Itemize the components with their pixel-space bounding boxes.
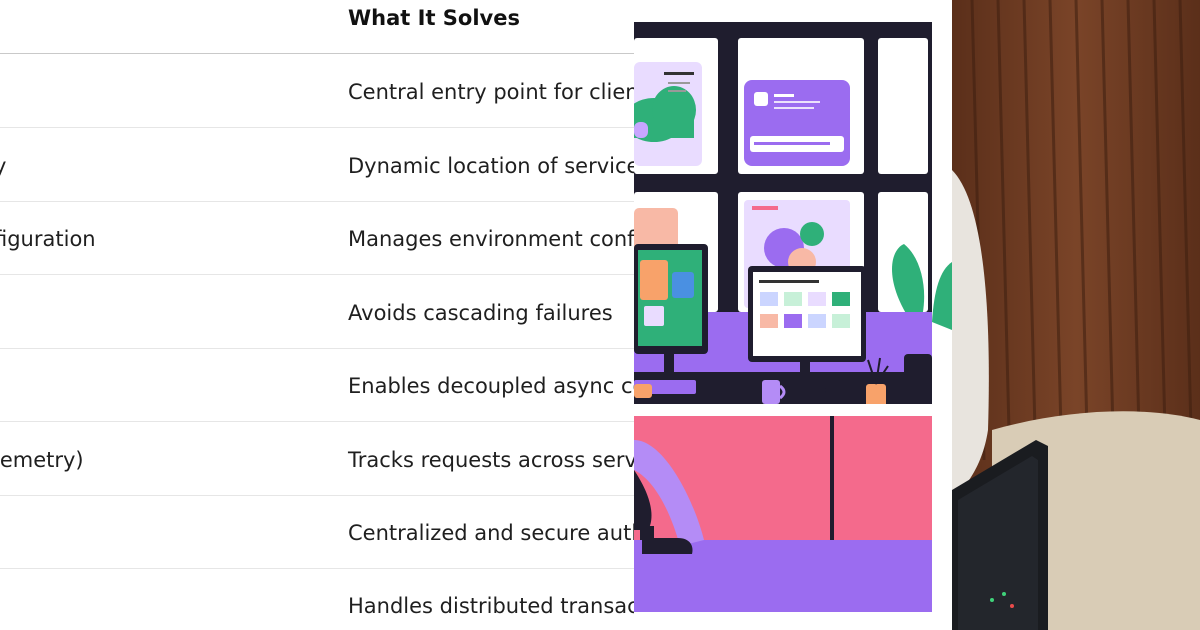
row-divider — [0, 274, 634, 275]
row-6-col2: Tracks requests across servic — [348, 448, 634, 472]
monitor-icon — [748, 266, 866, 394]
row-divider — [0, 568, 634, 569]
app-icon — [754, 92, 768, 106]
row-8-col2: Handles distributed transact — [348, 594, 634, 618]
sweater-sleeve — [952, 170, 989, 500]
row-6-col1: lemetry) — [0, 448, 84, 472]
text-line — [754, 142, 830, 145]
person-icon — [634, 384, 704, 554]
row-divider — [0, 348, 634, 349]
row-divider — [0, 495, 634, 496]
row-divider — [0, 127, 634, 128]
photo-svg — [952, 0, 1200, 630]
mug-icon — [762, 380, 786, 404]
pot — [904, 354, 932, 410]
row-2-col2: Dynamic location of services — [348, 154, 634, 178]
row-2-col1: y — [0, 154, 7, 178]
text-line — [774, 107, 814, 109]
art-line — [752, 206, 778, 210]
row-1-col2: Central entry point for client — [348, 80, 634, 104]
laptop-icon — [952, 440, 1048, 630]
monitor-icon — [634, 244, 708, 378]
plant-icon — [892, 244, 952, 330]
row-divider — [0, 421, 634, 422]
comparison-table: What It Solves Central entry point for c… — [0, 6, 634, 618]
header-divider — [0, 53, 634, 54]
text-line — [668, 90, 686, 92]
text-line — [774, 94, 794, 97]
text-line — [668, 82, 690, 84]
wood-slats — [970, 0, 1194, 471]
text-line — [774, 101, 820, 103]
desk-top — [634, 404, 932, 416]
row-5-col2: Enables decoupled async co — [348, 374, 634, 398]
desk-divider — [830, 416, 834, 540]
cloud-icon — [634, 86, 696, 142]
wall-panel — [878, 38, 928, 174]
row-4-col2: Avoids cascading failures — [348, 301, 613, 325]
header-what-it-solves: What It Solves — [348, 6, 520, 30]
row-divider — [0, 201, 634, 202]
shape-deco — [634, 122, 648, 138]
office-illustration — [634, 0, 952, 630]
plant-icon — [866, 357, 889, 410]
laptop-photo — [952, 0, 1200, 630]
art-shape — [800, 222, 824, 246]
row-3-col1: figuration — [0, 227, 96, 251]
text-line — [664, 72, 694, 75]
illustration-svg — [634, 22, 952, 612]
row-3-col2: Manages environment confi — [348, 227, 634, 251]
row-7-col2: Centralized and secure auth — [348, 521, 634, 545]
